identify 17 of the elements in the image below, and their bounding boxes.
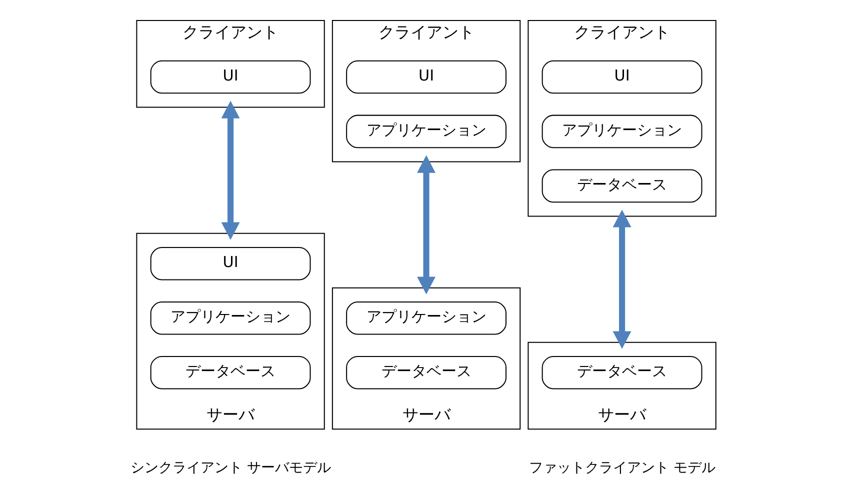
label: ファットクライアント モデル [528,460,716,476]
node-box: UI [150,246,311,280]
node-box: アプリケーション [346,301,506,335]
label: シンクライアント サーバモデル [130,460,331,476]
node-box: データベース [150,356,311,390]
node-box: アプリケーション [542,114,702,148]
node-box: データベース [346,356,506,390]
node-box: UI [542,60,702,94]
node-box: アプリケーション [150,301,311,335]
node-box: データベース [542,356,702,390]
node-box: データベース [542,169,702,203]
arrow [417,155,436,294]
arrow [221,100,240,240]
arrow [612,210,632,349]
node-box: アプリケーション [346,114,506,148]
node-box: UI [150,60,311,94]
node-box: UI [346,60,506,94]
